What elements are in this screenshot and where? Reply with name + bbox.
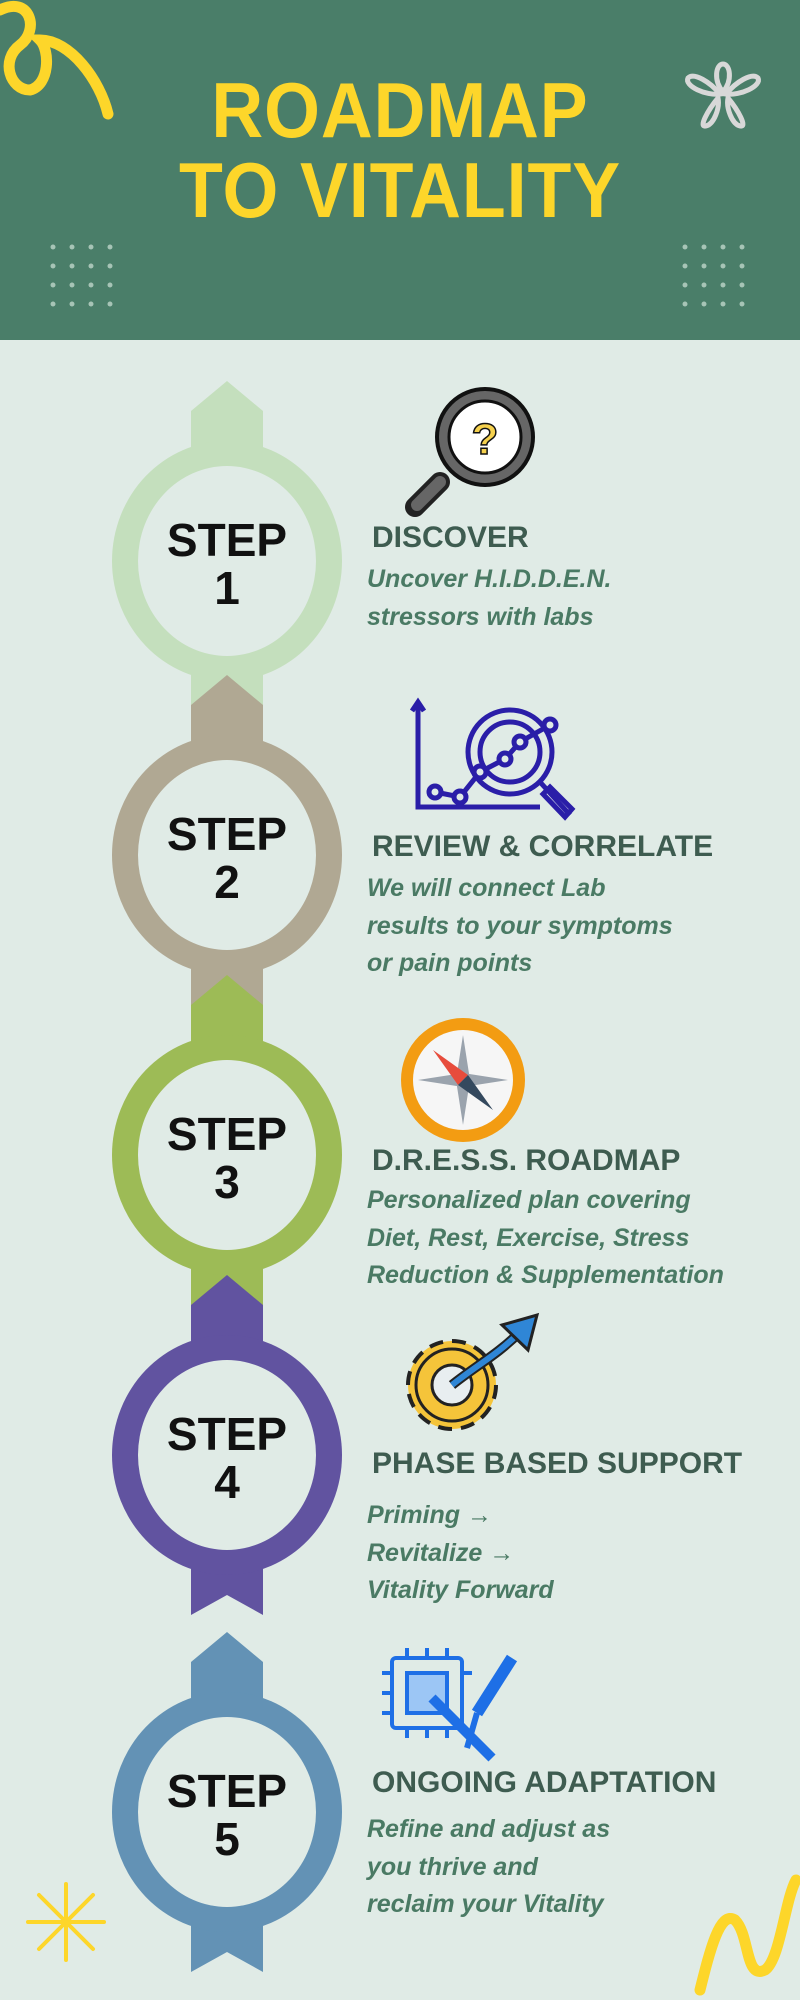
- description-line: stressors with labs: [367, 602, 594, 631]
- description-line: you thrive and: [367, 1852, 538, 1881]
- step-4-description: Priming → Revitalize → Vitality Forward: [367, 1497, 554, 1610]
- page-title: ROADMAP TO VITALITY: [178, 66, 622, 234]
- step-5-heading: ONGOING ADAPTATION: [372, 1766, 717, 1799]
- description-line: We will connect Lab: [367, 874, 606, 902]
- description-line: Refine and adjust as: [367, 1815, 611, 1843]
- step-3-heading: D.R.E.S.S. ROADMAP: [372, 1144, 681, 1177]
- header-banner: ROADMAP TO VITALITY: [0, 0, 800, 340]
- starburst-decoration-icon: [26, 1882, 106, 1962]
- gear-arrow-icon: [406, 1312, 540, 1431]
- chip-tools-icon: [382, 1648, 518, 1762]
- step-5-description: Refine and adjust as you thrive and reclai…: [367, 1811, 610, 1924]
- description-line: Priming →: [367, 1501, 493, 1529]
- description-line: results to your symptoms: [367, 911, 673, 940]
- step-1-heading: DISCOVER: [372, 521, 529, 554]
- description-line: Vitality Forward: [367, 1576, 554, 1604]
- magnifier-question-icon: ?: [405, 387, 535, 517]
- description-line: Revitalize →: [367, 1538, 515, 1567]
- ribbon-ring-shape: [112, 1632, 342, 1972]
- description-line: Reduction & Supplementation: [367, 1261, 724, 1289]
- ribbon-ring-shape: [112, 1275, 342, 1615]
- step-2-description: We will connect Lab results to your sympt…: [367, 870, 673, 983]
- chart-magnifier-icon: [410, 697, 576, 821]
- description-line: reclaim your Vitality: [367, 1890, 604, 1918]
- compass-icon: [401, 1018, 525, 1142]
- flower-knot-decoration-icon: [685, 61, 761, 129]
- ribbon-ring-shape: [112, 381, 342, 721]
- dot-grid-right-decoration: [682, 244, 745, 307]
- ribbon-ring-shape: [112, 675, 342, 1015]
- description-line: Personalized plan covering: [367, 1186, 691, 1214]
- step-1-description: Uncover H.I.D.D.E.N. stressors with labs: [367, 561, 612, 636]
- description-line: or pain points: [367, 949, 533, 977]
- description-line: Uncover H.I.D.D.E.N.: [367, 565, 612, 593]
- dot-grid-left-decoration: [50, 244, 113, 307]
- squiggle-decoration-icon: [0, 0, 114, 120]
- step-4-heading: PHASE BASED SUPPORT: [372, 1447, 743, 1480]
- wave-squiggle-decoration-icon: [694, 1874, 800, 1996]
- step-2-heading: REVIEW & CORRELATE: [372, 830, 714, 863]
- svg-text:?: ?: [472, 415, 499, 464]
- description-line: Diet, Rest, Exercise, Stress: [367, 1223, 690, 1252]
